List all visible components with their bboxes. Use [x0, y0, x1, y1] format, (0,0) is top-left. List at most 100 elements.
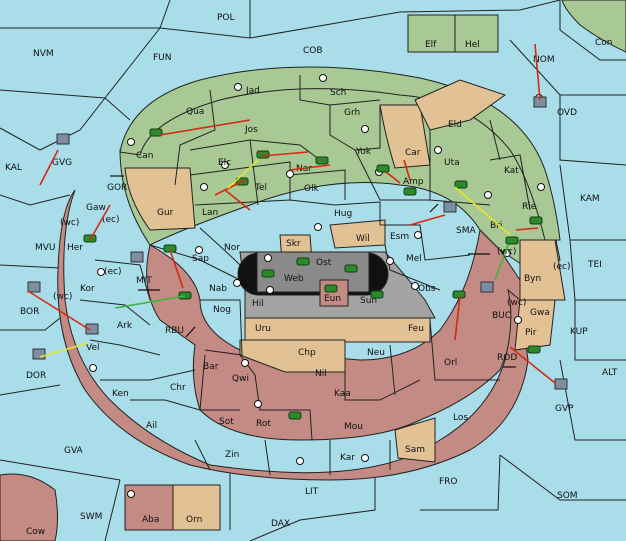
label-hug: Hug: [334, 209, 352, 219]
label-elc: Elc: [218, 158, 231, 168]
orders-red: [27, 43, 556, 384]
label-con: Con: [595, 38, 613, 48]
tan-regions: [124, 79, 566, 463]
army-icon: [376, 164, 390, 173]
fleet-icon: [480, 281, 494, 293]
label-can: Can: [136, 151, 154, 161]
label-alt: ALT: [602, 368, 618, 378]
label-dax: DAX: [271, 519, 290, 529]
fleet-icon: [56, 133, 70, 145]
label-kat: Kat: [504, 166, 519, 176]
fleet-icon: [443, 201, 457, 213]
label-qua: Qua: [186, 107, 204, 117]
label-bar: Bar: [203, 362, 219, 372]
label-kar: Kar: [340, 453, 355, 463]
label-wc3: (wc): [53, 292, 72, 302]
label-nab: Nab: [209, 284, 227, 294]
label-sun: Sun: [360, 296, 377, 306]
label-rie: Rie: [522, 202, 537, 212]
army-icon: [288, 411, 302, 420]
fleet-icon: [554, 378, 568, 390]
label-nvm: NVM: [33, 49, 54, 59]
label-ec3: (ec): [553, 262, 571, 272]
label-web: Web: [284, 274, 304, 284]
army-icon: [505, 236, 519, 245]
label-ail: Ail: [146, 421, 157, 431]
label-chr: Chr: [170, 383, 186, 393]
label-neu: Neu: [367, 348, 385, 358]
label-sap: Sap: [192, 254, 209, 264]
army-icon: [261, 269, 275, 278]
label-mou: Mou: [344, 422, 363, 432]
province-labels: POL NVM FUN COB Elf Hel Con NOM OVD Jad …: [5, 13, 618, 537]
label-qwi: Qwi: [232, 374, 249, 384]
label-bri: Bri: [490, 221, 502, 231]
label-gvp: GVP: [555, 404, 574, 414]
label-hel: Hel: [465, 40, 480, 50]
label-gwa: Gwa: [530, 308, 550, 318]
label-kam: KAM: [580, 194, 600, 204]
label-rbu: RBU: [165, 326, 184, 336]
label-hil: Hil: [252, 299, 264, 309]
label-ovd: OVD: [557, 108, 577, 118]
army-icon: [403, 187, 417, 196]
label-elf: Elf: [425, 40, 437, 50]
army-icon: [452, 290, 466, 299]
label-ark: Ark: [117, 321, 133, 331]
label-tel: Tel: [254, 183, 267, 193]
label-ec2: (ec): [104, 267, 122, 277]
label-cob: COB: [303, 46, 323, 56]
label-som: SOM: [557, 491, 578, 501]
label-aba: Aba: [142, 515, 159, 525]
army-icon: [296, 257, 310, 266]
island-cow: [0, 473, 58, 541]
fleet-icon: [85, 323, 99, 335]
label-wc1: (wc): [60, 218, 79, 228]
label-sam: Sam: [405, 445, 425, 455]
label-sch: Sch: [330, 88, 346, 98]
fleet-icon: [27, 281, 41, 293]
label-cow: Cow: [26, 527, 45, 537]
label-eun: Eun: [324, 294, 341, 304]
label-nom: NOM: [533, 55, 555, 65]
label-gaw: Gaw: [86, 203, 106, 213]
label-nil: Nil: [315, 369, 327, 379]
label-gur: Gur: [157, 208, 174, 218]
label-fun: FUN: [153, 53, 172, 63]
label-kor: Kor: [80, 284, 95, 294]
label-pir: Pir: [525, 328, 537, 338]
label-kaa: Kaa: [334, 389, 351, 399]
fleet-icon: [32, 348, 46, 360]
island-elf-hel: [407, 14, 499, 53]
label-yok: Yok: [355, 147, 372, 157]
label-gor: GOR: [107, 183, 127, 193]
label-svm: SWM: [80, 512, 102, 522]
orders-yellow: [39, 159, 511, 358]
label-uta: Uta: [444, 158, 460, 168]
label-bor: BOR: [20, 307, 39, 317]
label-lit: LIT: [305, 487, 319, 497]
label-wc4: (wc): [507, 298, 526, 308]
army-icon: [178, 291, 192, 300]
label-esm: Esm: [390, 232, 409, 242]
label-vel: Vel: [86, 343, 100, 353]
fleet-icon: [130, 251, 144, 263]
land-borders: [79, 75, 531, 476]
label-tei: TEI: [587, 260, 602, 270]
label-skr: Skr: [286, 239, 301, 249]
label-obs: Obs: [418, 284, 436, 294]
label-pol: POL: [217, 13, 235, 23]
label-lan: Lan: [202, 208, 218, 218]
label-dor: DOR: [26, 371, 46, 381]
label-ken: Ken: [112, 389, 129, 399]
label-amp: Amp: [403, 177, 424, 187]
orders-green: [114, 244, 509, 309]
label-eld: Eld: [448, 120, 462, 130]
army-icon: [527, 345, 541, 354]
label-rot: Rot: [256, 419, 271, 429]
label-jad: Jad: [245, 86, 260, 96]
label-gvg: GVG: [52, 158, 72, 168]
label-sot: Sot: [219, 417, 234, 427]
